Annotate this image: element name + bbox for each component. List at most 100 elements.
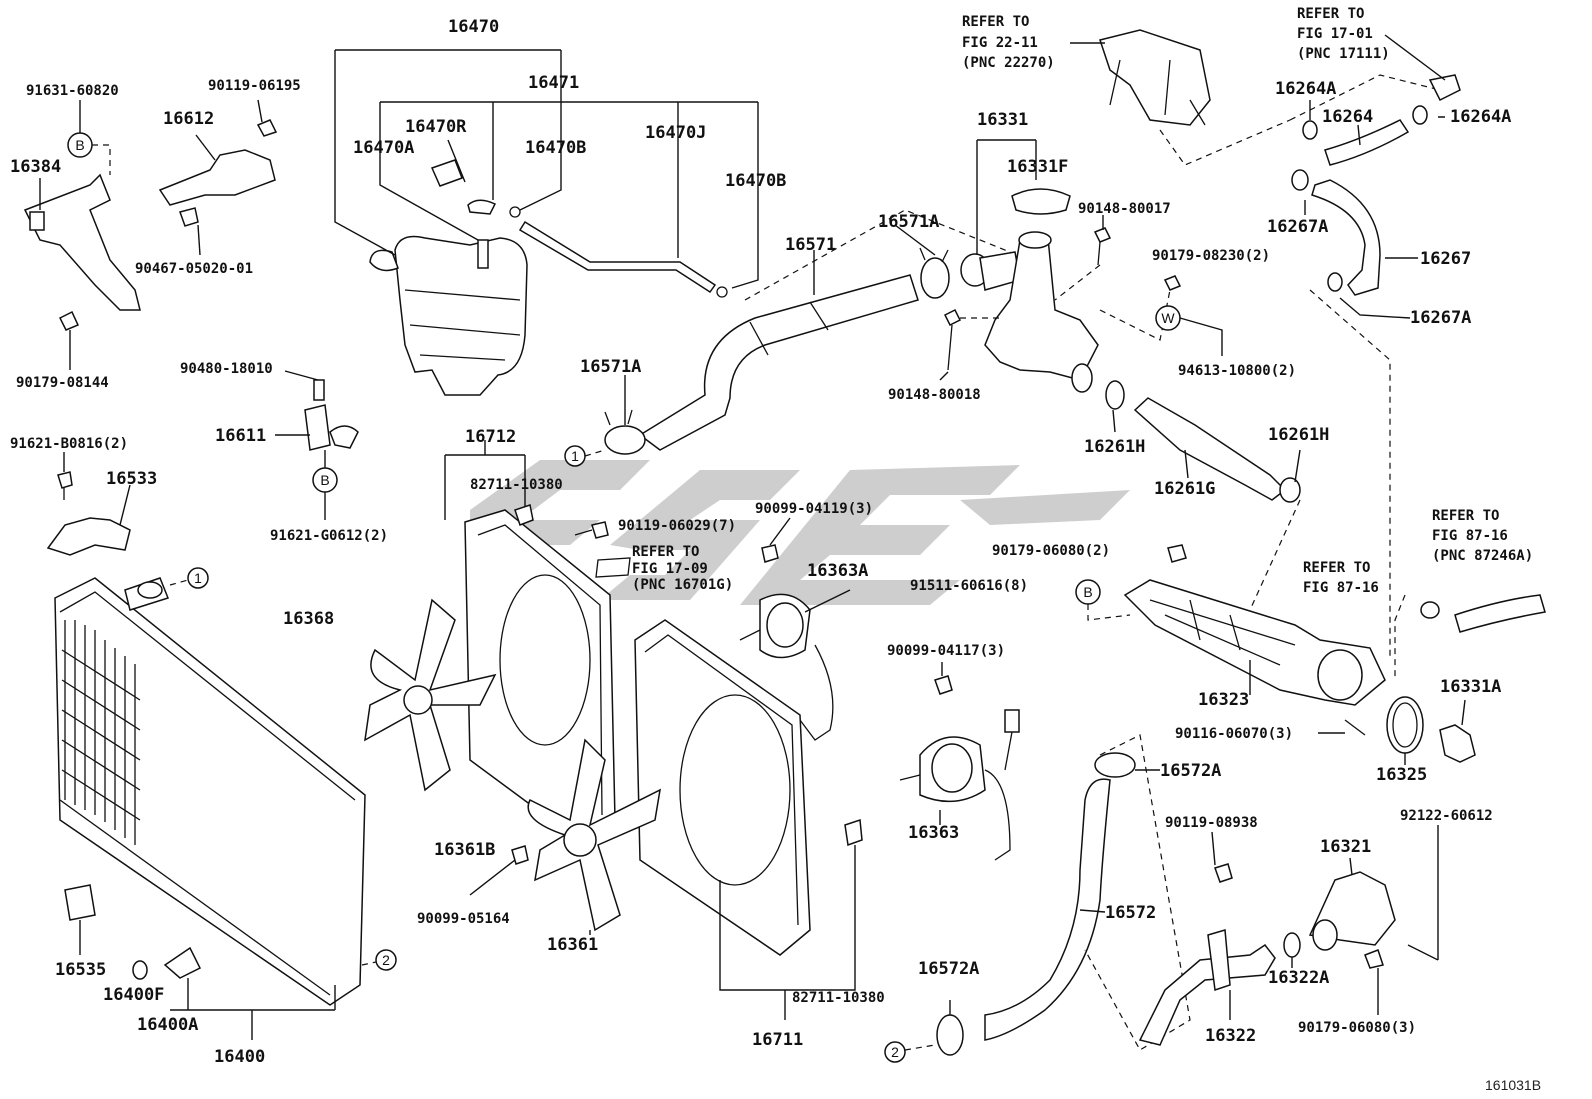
label-94613-10800: 94613-10800(2) [1178, 363, 1296, 379]
label-90148-80017: 90148-80017 [1078, 201, 1171, 217]
refer-87-16a-line1: REFER TO [1432, 508, 1499, 524]
label-16470B-1: 16470B [525, 138, 586, 158]
clamp-16264A-left [1302, 120, 1318, 140]
refer-22-11-line2: FIG 22-11 [962, 35, 1038, 51]
refer-22-11-line3: (PNC 22270) [962, 55, 1055, 71]
nut-90179-06080 [1167, 544, 1187, 563]
refer-note-17-09: REFER TO FIG 17-09 (PNC 16701G) [632, 544, 733, 593]
label-16470A: 16470A [353, 138, 414, 158]
marker-b-text-3: B [1083, 584, 1092, 600]
label-16325: 16325 [1376, 765, 1427, 785]
gasket-16322A [1283, 932, 1301, 958]
refer-note-87-16: REFER TO FIG 87-16 [1303, 560, 1379, 596]
label-90179-06080-2: 90179-06080(2) [992, 543, 1110, 559]
label-16264A-2: 16264A [1450, 107, 1511, 127]
refer-17-09-line2: FIG 17-09 [632, 561, 708, 577]
clip-82711-lower [844, 818, 863, 847]
reservoir-tank [369, 235, 528, 396]
fan-16361B [364, 598, 497, 792]
lower-hose-16572 [984, 778, 1111, 1041]
marker-1-radiator: 1 [187, 567, 209, 589]
clamp-16267A-bottom [1327, 272, 1343, 292]
marker-1-text-b: 1 [571, 448, 579, 464]
label-90116-06070: 90116-06070(3) [1175, 726, 1293, 742]
label-16363A: 16363A [807, 561, 868, 581]
marker-b-91621-g: B [312, 467, 338, 493]
marker-1-hose: 1 [564, 445, 586, 467]
label-16331: 16331 [977, 110, 1028, 130]
marker-b-91511: B [1075, 579, 1101, 605]
bolt-90148-80018 [943, 308, 962, 371]
water-inlet-housing-16321 [1308, 871, 1396, 951]
grommet-90467 [179, 207, 199, 227]
label-90148-80018: 90148-80018 [888, 387, 981, 403]
clamp-87246 [1420, 594, 1546, 633]
label-16322A: 16322A [1268, 968, 1329, 988]
label-91621-G0612: 91621-G0612(2) [270, 528, 388, 544]
label-16384: 16384 [10, 157, 61, 177]
label-16612: 16612 [163, 109, 214, 129]
thermostat-16331A [1439, 724, 1476, 763]
diagram-code: 161031B [1485, 1077, 1541, 1093]
refer-17-09-line3: (PNC 16701G) [632, 577, 733, 593]
clamp-16261H-left [1105, 380, 1125, 410]
label-16331A: 16331A [1440, 677, 1501, 697]
drain-cock-16400A [163, 946, 202, 979]
fan-shroud-16711 [634, 619, 811, 956]
screw-90099-04117 [934, 675, 953, 695]
label-90480-18010: 90480-18010 [180, 361, 273, 377]
marker-1-text-a: 1 [194, 570, 202, 586]
grommet-90099-05164 [511, 845, 529, 865]
label-16533: 16533 [106, 469, 157, 489]
label-16572: 16572 [1105, 903, 1156, 923]
label-16470: 16470 [448, 17, 499, 37]
refer-note-17-01: REFER TO FIG 17-01 (PNC 17111) [1297, 6, 1390, 62]
bolt-90148-80017 [1093, 227, 1112, 266]
marker-w-text: W [1161, 310, 1175, 326]
label-16321: 16321 [1320, 837, 1371, 857]
nut-90179-08230 [1163, 275, 1182, 291]
fan-motor-16363 [899, 709, 1020, 861]
screw-90119-08938 [1214, 863, 1233, 883]
clip-16612 [158, 149, 276, 206]
refer-17-01-line3: (PNC 17111) [1297, 46, 1390, 62]
marker-b-text-1: B [75, 137, 84, 153]
label-16361: 16361 [547, 935, 598, 955]
label-16571A-2: 16571A [580, 357, 641, 377]
marker-w: W [1155, 305, 1181, 331]
hose-end-17111 [1428, 74, 1461, 102]
label-90099-04117: 90099-04117(3) [887, 643, 1005, 659]
label-16571A-1: 16571A [878, 212, 939, 232]
label-92122-60612: 92122-60612 [1400, 808, 1493, 824]
label-16572A-2: 16572A [918, 959, 979, 979]
label-16323: 16323 [1198, 690, 1249, 710]
clamp-16572A-upper [1094, 752, 1136, 778]
nut-90179-06080-3 [1364, 949, 1384, 969]
upper-radiator-hose-16571 [638, 274, 919, 451]
marker-2-hose: 2 [884, 1041, 906, 1063]
screw-90119-06195 [256, 119, 278, 137]
drain-plug-16535 [64, 884, 96, 921]
grommet-90179-08144 [58, 310, 80, 331]
water-inlet-16323 [1123, 579, 1386, 706]
label-90119-06029: 90119-06029(7) [618, 518, 736, 534]
label-16261H-2: 16261H [1268, 425, 1329, 445]
ref-note-17-09 [595, 557, 631, 578]
stud-90116-06070 [1344, 719, 1366, 736]
label-90119-08938: 90119-08938 [1165, 815, 1258, 831]
clamp-16611 [304, 379, 359, 451]
label-16267A-2: 16267A [1410, 308, 1471, 328]
water-outlet-16331 [960, 231, 1099, 393]
refer-note-22-11: REFER TO FIG 22-11 (PNC 22270) [962, 14, 1055, 71]
radiator-16400 [54, 577, 366, 1006]
clamp-16261H-right [1279, 477, 1301, 503]
marker-b-text-2: B [320, 472, 329, 488]
label-90467-05020-01: 90467-05020-01 [135, 261, 253, 277]
label-91511-60616: 91511-60616(8) [910, 578, 1028, 594]
stud-92122 [1407, 944, 1439, 961]
label-16470B-2: 16470B [725, 171, 786, 191]
reservoir-valve-22270 [1099, 29, 1211, 126]
overflow-hose-16470J [509, 206, 728, 298]
